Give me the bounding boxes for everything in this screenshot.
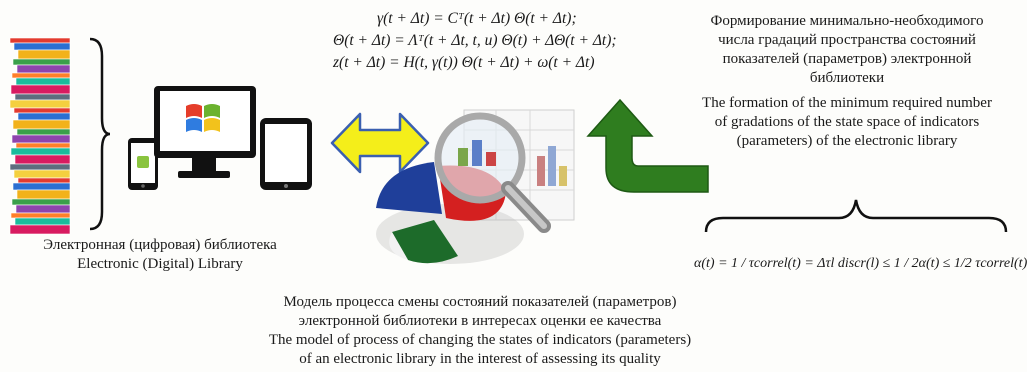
library-caption: Электронная (цифровая) библиотека Electr… (0, 236, 320, 274)
model-caption-ru: Модель процесса смены состояний показате… (283, 294, 677, 329)
gradation-formula: α(t) = 1 / τcorrel(t) = Δτl discr(l) ≤ 1… (694, 256, 1027, 271)
horizontal-brace-icon (703, 196, 1009, 236)
gradation-caption: Формирование минимально-необходимого чис… (686, 12, 1008, 151)
brace-icon (86, 36, 112, 232)
gradation-caption-ru: Формирование минимально-необходимого чис… (710, 13, 984, 86)
equation-3: z(t + Δt) = H(t, γ(t)) Θ(t + Δt) + ω(t +… (333, 54, 595, 71)
model-equations: γ(t + Δt) = Cᵀ(t + Δt) Θ(t + Δt); Θ(t + … (333, 10, 663, 72)
analytics-illustration (372, 96, 582, 276)
monitor-icon (154, 86, 256, 178)
model-caption-en: The model of process of changing the sta… (268, 332, 692, 367)
devices-group (122, 82, 322, 194)
model-caption: Модель процесса смены состояний показате… (180, 293, 780, 369)
curved-arrow-icon (582, 96, 712, 196)
equation-2: Θ(t + Δt) = Λᵀ(t + Δt, t, u) Θ(t) + ΔΘ(t… (333, 32, 617, 49)
library-caption-en: Electronic (Digital) Library (77, 256, 243, 272)
tablet-icon (260, 118, 312, 190)
magnifier-icon (434, 112, 551, 233)
gradation-caption-en: The formation of the minimum required nu… (702, 95, 992, 149)
smartphone-icon (128, 138, 158, 190)
double-arrow-icon (330, 110, 430, 176)
library-caption-ru: Электронная (цифровая) библиотека (43, 237, 277, 253)
books-stack-icon (6, 37, 84, 235)
equation-1: γ(t + Δt) = Cᵀ(t + Δt) Θ(t + Δt); (377, 10, 577, 27)
